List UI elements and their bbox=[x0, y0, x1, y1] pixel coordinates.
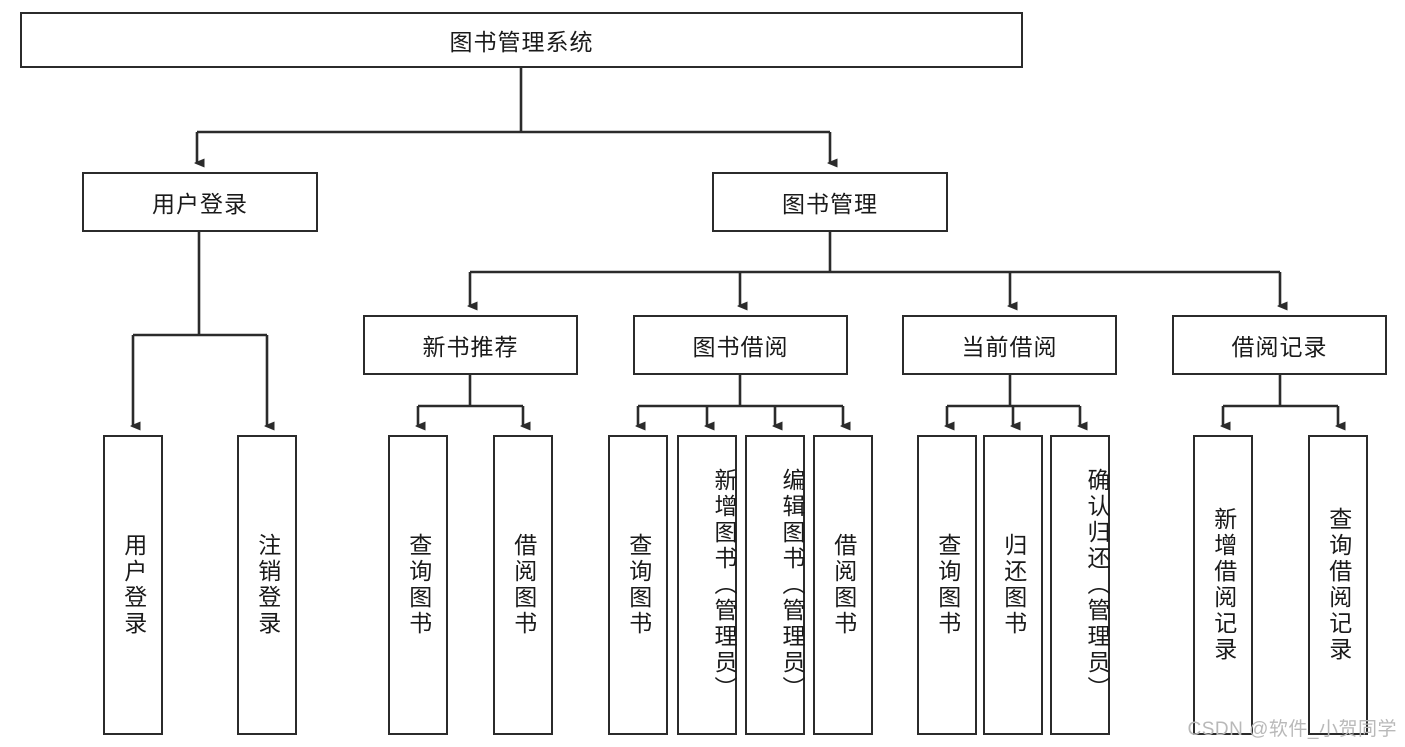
node-user-login[interactable]: 用户登录 bbox=[82, 172, 318, 232]
node-new-book-recommend[interactable]: 新书推荐 bbox=[363, 315, 578, 375]
node-book-borrow[interactable]: 图书借阅 bbox=[633, 315, 848, 375]
leaf-logout[interactable]: 注销登录 bbox=[237, 435, 297, 735]
leaf-borrow-book-recommend[interactable]: 借阅图书 bbox=[493, 435, 553, 735]
leaf-edit-book-admin[interactable]: 编辑图书（管理员） bbox=[745, 435, 805, 735]
leaf-label: 新增图书（管理员） bbox=[711, 468, 737, 702]
leaf-user-login[interactable]: 用户登录 bbox=[103, 435, 163, 735]
node-current-borrow[interactable]: 当前借阅 bbox=[902, 315, 1117, 375]
leaf-label: 归还图书 bbox=[1000, 533, 1027, 637]
leaf-add-borrow-record[interactable]: 新增借阅记录 bbox=[1193, 435, 1253, 735]
node-book-management[interactable]: 图书管理 bbox=[712, 172, 948, 232]
leaf-label: 查询图书 bbox=[405, 533, 432, 637]
leaf-borrow-book[interactable]: 借阅图书 bbox=[813, 435, 873, 735]
leaf-label: 注销登录 bbox=[254, 533, 281, 637]
node-borrow-records[interactable]: 借阅记录 bbox=[1172, 315, 1387, 375]
leaf-query-borrow-record[interactable]: 查询借阅记录 bbox=[1308, 435, 1368, 735]
leaf-label: 编辑图书（管理员） bbox=[779, 468, 805, 702]
leaf-query-book-recommend[interactable]: 查询图书 bbox=[388, 435, 448, 735]
leaf-confirm-return-admin[interactable]: 确认归还（管理员） bbox=[1050, 435, 1110, 735]
leaf-add-book-admin[interactable]: 新增图书（管理员） bbox=[677, 435, 737, 735]
leaf-label: 借阅图书 bbox=[830, 533, 857, 637]
leaf-query-book-current[interactable]: 查询图书 bbox=[917, 435, 977, 735]
watermark: CSDN @软件_小贺同学 bbox=[1187, 719, 1397, 740]
leaf-label: 新增借阅记录 bbox=[1210, 507, 1237, 663]
leaf-label: 用户登录 bbox=[120, 533, 147, 637]
leaf-label: 查询图书 bbox=[934, 533, 961, 637]
leaf-label: 查询借阅记录 bbox=[1325, 507, 1352, 663]
node-root-system[interactable]: 图书管理系统 bbox=[20, 12, 1023, 68]
leaf-label: 借阅图书 bbox=[510, 533, 537, 637]
leaf-query-book-borrow[interactable]: 查询图书 bbox=[608, 435, 668, 735]
leaf-label: 确认归还（管理员） bbox=[1084, 468, 1110, 702]
leaf-return-book[interactable]: 归还图书 bbox=[983, 435, 1043, 735]
leaf-label: 查询图书 bbox=[625, 533, 652, 637]
